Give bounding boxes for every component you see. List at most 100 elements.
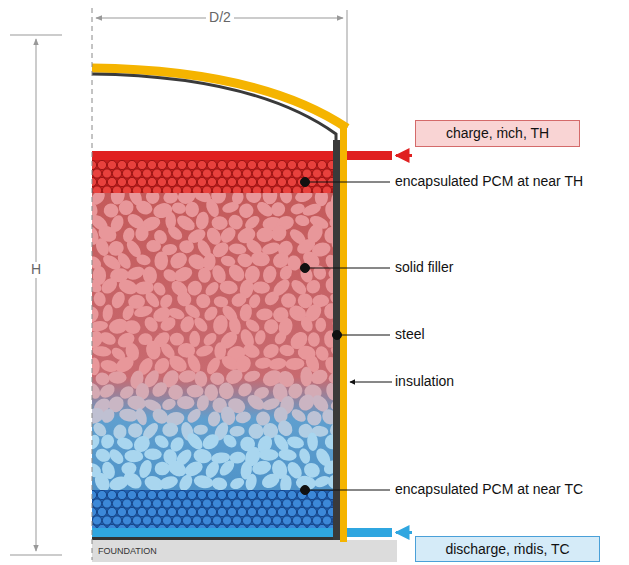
pcm-capsule xyxy=(277,490,286,499)
pcm-capsule xyxy=(177,490,186,499)
pebble xyxy=(251,459,273,477)
pebble xyxy=(294,193,314,204)
cold-pcm-ground xyxy=(92,490,333,528)
pebble xyxy=(323,432,333,451)
pcm-capsule xyxy=(97,160,106,169)
pebble xyxy=(154,461,170,475)
pcm-capsule xyxy=(187,507,196,516)
pcm-capsule xyxy=(327,160,333,169)
pcm-capsule xyxy=(162,499,171,508)
pebble xyxy=(95,372,111,387)
pebble xyxy=(330,238,333,255)
pebble xyxy=(161,421,179,437)
pcm-capsule xyxy=(127,177,136,186)
discharge-arrow xyxy=(396,531,412,534)
pcm-capsule xyxy=(172,499,181,508)
pcm-capsule xyxy=(287,507,296,516)
pebble xyxy=(115,251,133,271)
pebble xyxy=(311,264,328,282)
pcm-capsule xyxy=(207,160,216,169)
pcm-capsule xyxy=(237,524,246,528)
pebble xyxy=(124,450,143,463)
pcm-capsule xyxy=(137,490,146,499)
pcm-capsule xyxy=(257,490,266,499)
pebble xyxy=(252,281,270,294)
pebble xyxy=(193,424,208,435)
pcm-capsule xyxy=(112,186,121,193)
discharge-box: discharge, ṁdis, TC xyxy=(415,536,600,562)
pcm-capsule xyxy=(192,516,201,525)
pcm-capsule xyxy=(122,516,131,525)
pebble xyxy=(243,369,262,384)
pcm-capsule xyxy=(127,160,136,169)
pebble xyxy=(228,242,247,255)
pebble xyxy=(185,202,199,218)
pebble xyxy=(315,318,326,333)
pcm-capsule xyxy=(147,490,156,499)
pebble xyxy=(184,430,205,452)
pebble xyxy=(146,240,162,253)
foundation xyxy=(92,540,397,562)
pcm-capsule xyxy=(187,524,196,528)
pcm-capsule xyxy=(212,169,221,178)
pebble xyxy=(94,237,111,258)
pcm-capsule xyxy=(222,169,231,178)
leader-lines xyxy=(301,178,393,495)
pcm-capsule xyxy=(307,524,316,528)
pebble xyxy=(256,227,274,243)
pcm-capsule xyxy=(182,186,191,193)
pcm-capsule xyxy=(97,524,106,528)
pcm-capsule xyxy=(292,169,301,178)
pebble xyxy=(324,276,333,295)
pcm-capsule xyxy=(202,186,211,193)
pcm-capsule xyxy=(147,177,156,186)
pcm-capsule xyxy=(232,186,241,193)
pcm-capsule xyxy=(177,507,186,516)
pcm-capsule xyxy=(207,177,216,186)
pcm-capsule xyxy=(212,516,221,525)
pcm-capsule xyxy=(297,160,306,169)
pebble xyxy=(245,392,267,413)
pebble xyxy=(109,290,127,311)
pcm-capsule xyxy=(117,507,126,516)
pebble xyxy=(160,397,177,412)
pcm-capsule xyxy=(257,160,266,169)
pcm-capsule xyxy=(192,169,201,178)
pebble xyxy=(177,473,195,490)
pcm-capsule xyxy=(132,516,141,525)
pcm-capsule xyxy=(222,516,231,525)
pcm-capsule xyxy=(217,507,226,516)
pcm-capsule xyxy=(277,177,286,186)
pcm-capsule xyxy=(232,516,241,525)
pcm-capsule xyxy=(147,507,156,516)
pcm-capsule xyxy=(187,160,196,169)
pcm-capsule xyxy=(317,490,326,499)
pcm-capsule xyxy=(92,177,97,186)
pcm-capsule xyxy=(127,490,136,499)
pcm-capsule xyxy=(117,490,126,499)
pcm-capsule xyxy=(152,499,161,508)
pcm-capsule xyxy=(92,186,101,193)
pcm-capsule xyxy=(117,160,126,169)
pcm-capsule xyxy=(327,507,333,516)
pebble xyxy=(92,433,102,452)
pcm-capsule xyxy=(107,524,116,528)
pcm-capsule xyxy=(177,524,186,528)
pebble xyxy=(262,289,282,308)
steel-wall xyxy=(333,140,340,540)
pcm-capsule xyxy=(302,169,311,178)
pcm-capsule xyxy=(252,516,261,525)
pcm-capsule xyxy=(262,186,271,193)
pcm-capsule xyxy=(157,177,166,186)
pebble xyxy=(279,344,296,357)
pcm-capsule xyxy=(102,516,111,525)
part-label: solid filler xyxy=(395,260,453,275)
pebble xyxy=(194,211,210,231)
pebble xyxy=(261,264,278,284)
pcm-capsule xyxy=(327,490,333,499)
pcm-capsule xyxy=(227,160,236,169)
pebble xyxy=(219,280,239,296)
pcm-capsule xyxy=(92,169,101,178)
pebble xyxy=(278,264,295,282)
pcm-capsule xyxy=(262,499,271,508)
